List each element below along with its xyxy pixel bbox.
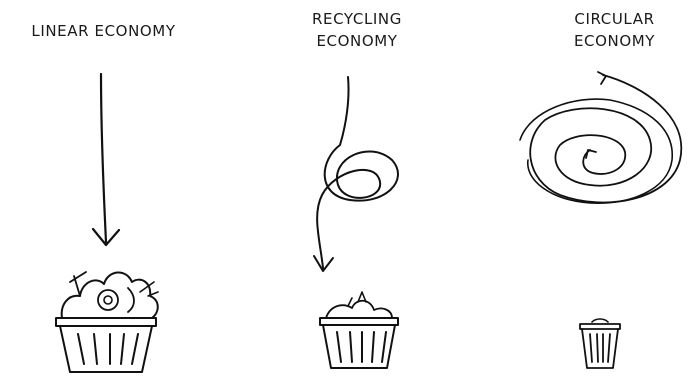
trash-bin-icon xyxy=(56,272,158,372)
spiral-arrow-icon xyxy=(520,72,681,203)
down-arrow-icon xyxy=(93,74,119,245)
loop-arrow-icon xyxy=(314,77,398,271)
trash-bin-icon xyxy=(320,292,398,368)
trash-bin-icon xyxy=(580,319,620,368)
